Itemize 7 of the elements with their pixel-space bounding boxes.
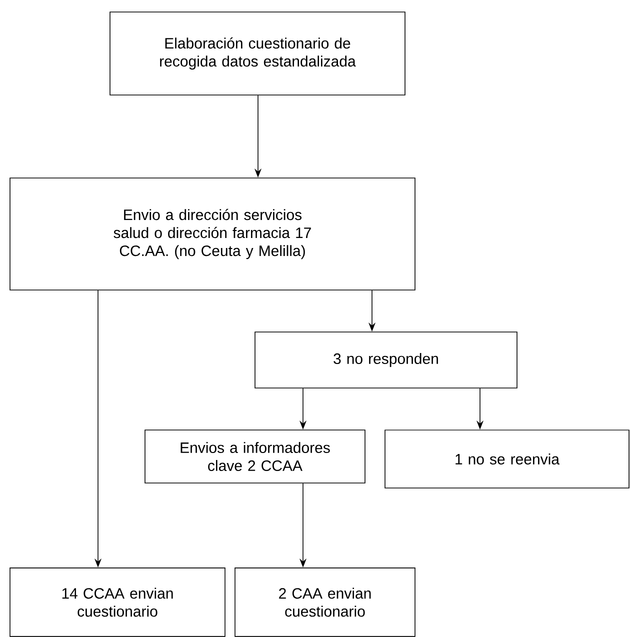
process-box: 14 CCAA envian cuestionario	[10, 568, 226, 637]
process-box: 2 CAA envian cuestionario	[234, 568, 416, 637]
process-box: Elaboración cuestionario de recogida datos estandalizada	[110, 12, 406, 96]
process-box: Envio a dirección servicios salud o dirección farmacia 17 CC.AA. (no Ceuta y Melilla)	[10, 178, 416, 290]
process-box: Envios a informadores clave 2 CCAA	[144, 430, 366, 484]
process-box: 1 no se reenvia	[384, 430, 630, 488]
process-box: 3 no responden	[254, 332, 518, 388]
